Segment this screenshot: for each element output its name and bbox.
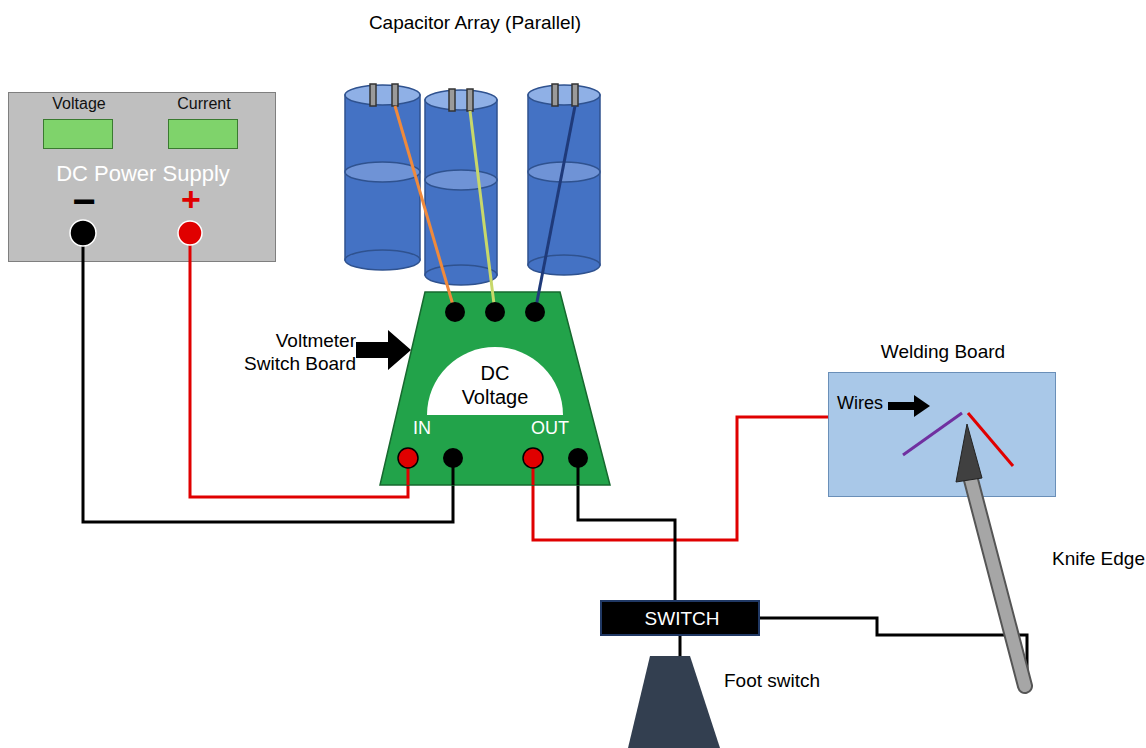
terminal <box>70 220 96 246</box>
group-title: Capacitor Array (Parallel) <box>345 12 605 35</box>
welding-board: Welding BoardWires <box>828 372 1056 497</box>
display-label: Current <box>154 94 254 113</box>
weld-wire <box>968 413 1013 466</box>
capacitor-lead <box>395 106 455 312</box>
terminal <box>525 302 545 322</box>
wire-stub <box>189 233 192 262</box>
wire-connector <box>578 485 675 600</box>
voltmeter-dial: DC Voltage <box>427 347 563 415</box>
display-label: Voltage <box>29 94 129 113</box>
callout-label: Voltmeter Switch Board <box>238 330 356 376</box>
port-label: IN <box>394 418 450 440</box>
wire-stub <box>407 458 410 485</box>
power-supply: DC Power Supply−+VoltageCurrent <box>8 92 276 262</box>
terminal <box>398 448 418 468</box>
outline <box>628 656 720 748</box>
weld-wire <box>903 413 962 455</box>
terminal <box>485 302 505 322</box>
polarity-sign: − <box>64 177 104 225</box>
wire-stub <box>577 458 580 485</box>
wire-label: Wires <box>837 393 893 415</box>
capacitor-array <box>345 84 600 285</box>
terminal <box>178 221 202 245</box>
wire-stub <box>828 417 840 418</box>
wire-connector <box>190 262 408 497</box>
foot-switch-label: Foot switch <box>724 670 834 693</box>
outline <box>380 292 610 485</box>
outline <box>427 347 563 415</box>
terminal <box>568 448 588 468</box>
wire-connector <box>679 636 682 656</box>
display-screen: Current <box>168 119 238 149</box>
terminal <box>443 448 463 468</box>
wire-stub <box>532 458 535 485</box>
callout-label: Knife Edge <box>1052 548 1144 571</box>
knife-edge <box>956 424 1025 686</box>
pointer-arrow <box>356 330 411 370</box>
terminal <box>523 448 543 468</box>
device-name: DC Power Supply <box>9 161 277 187</box>
meter-label: DC Voltage <box>455 361 535 409</box>
capacitor-lead <box>535 106 575 312</box>
switch-board: IN OUT DC Voltage <box>380 292 610 485</box>
pointer-arrow <box>888 395 930 417</box>
port-label: OUT <box>520 418 580 440</box>
capacitor-lead <box>470 111 495 312</box>
wire-stub <box>452 458 455 485</box>
switch-box: SWITCH <box>600 600 760 636</box>
switch-label: SWITCH <box>602 608 762 631</box>
board-title: Welding Board <box>829 341 1057 364</box>
foot-switch: Foot switch <box>628 656 720 748</box>
wire-stub <box>82 233 85 262</box>
display-screen: Voltage <box>43 119 113 149</box>
polarity-sign: + <box>171 179 211 220</box>
foot-switch-outline <box>628 656 720 748</box>
terminal <box>445 302 465 322</box>
